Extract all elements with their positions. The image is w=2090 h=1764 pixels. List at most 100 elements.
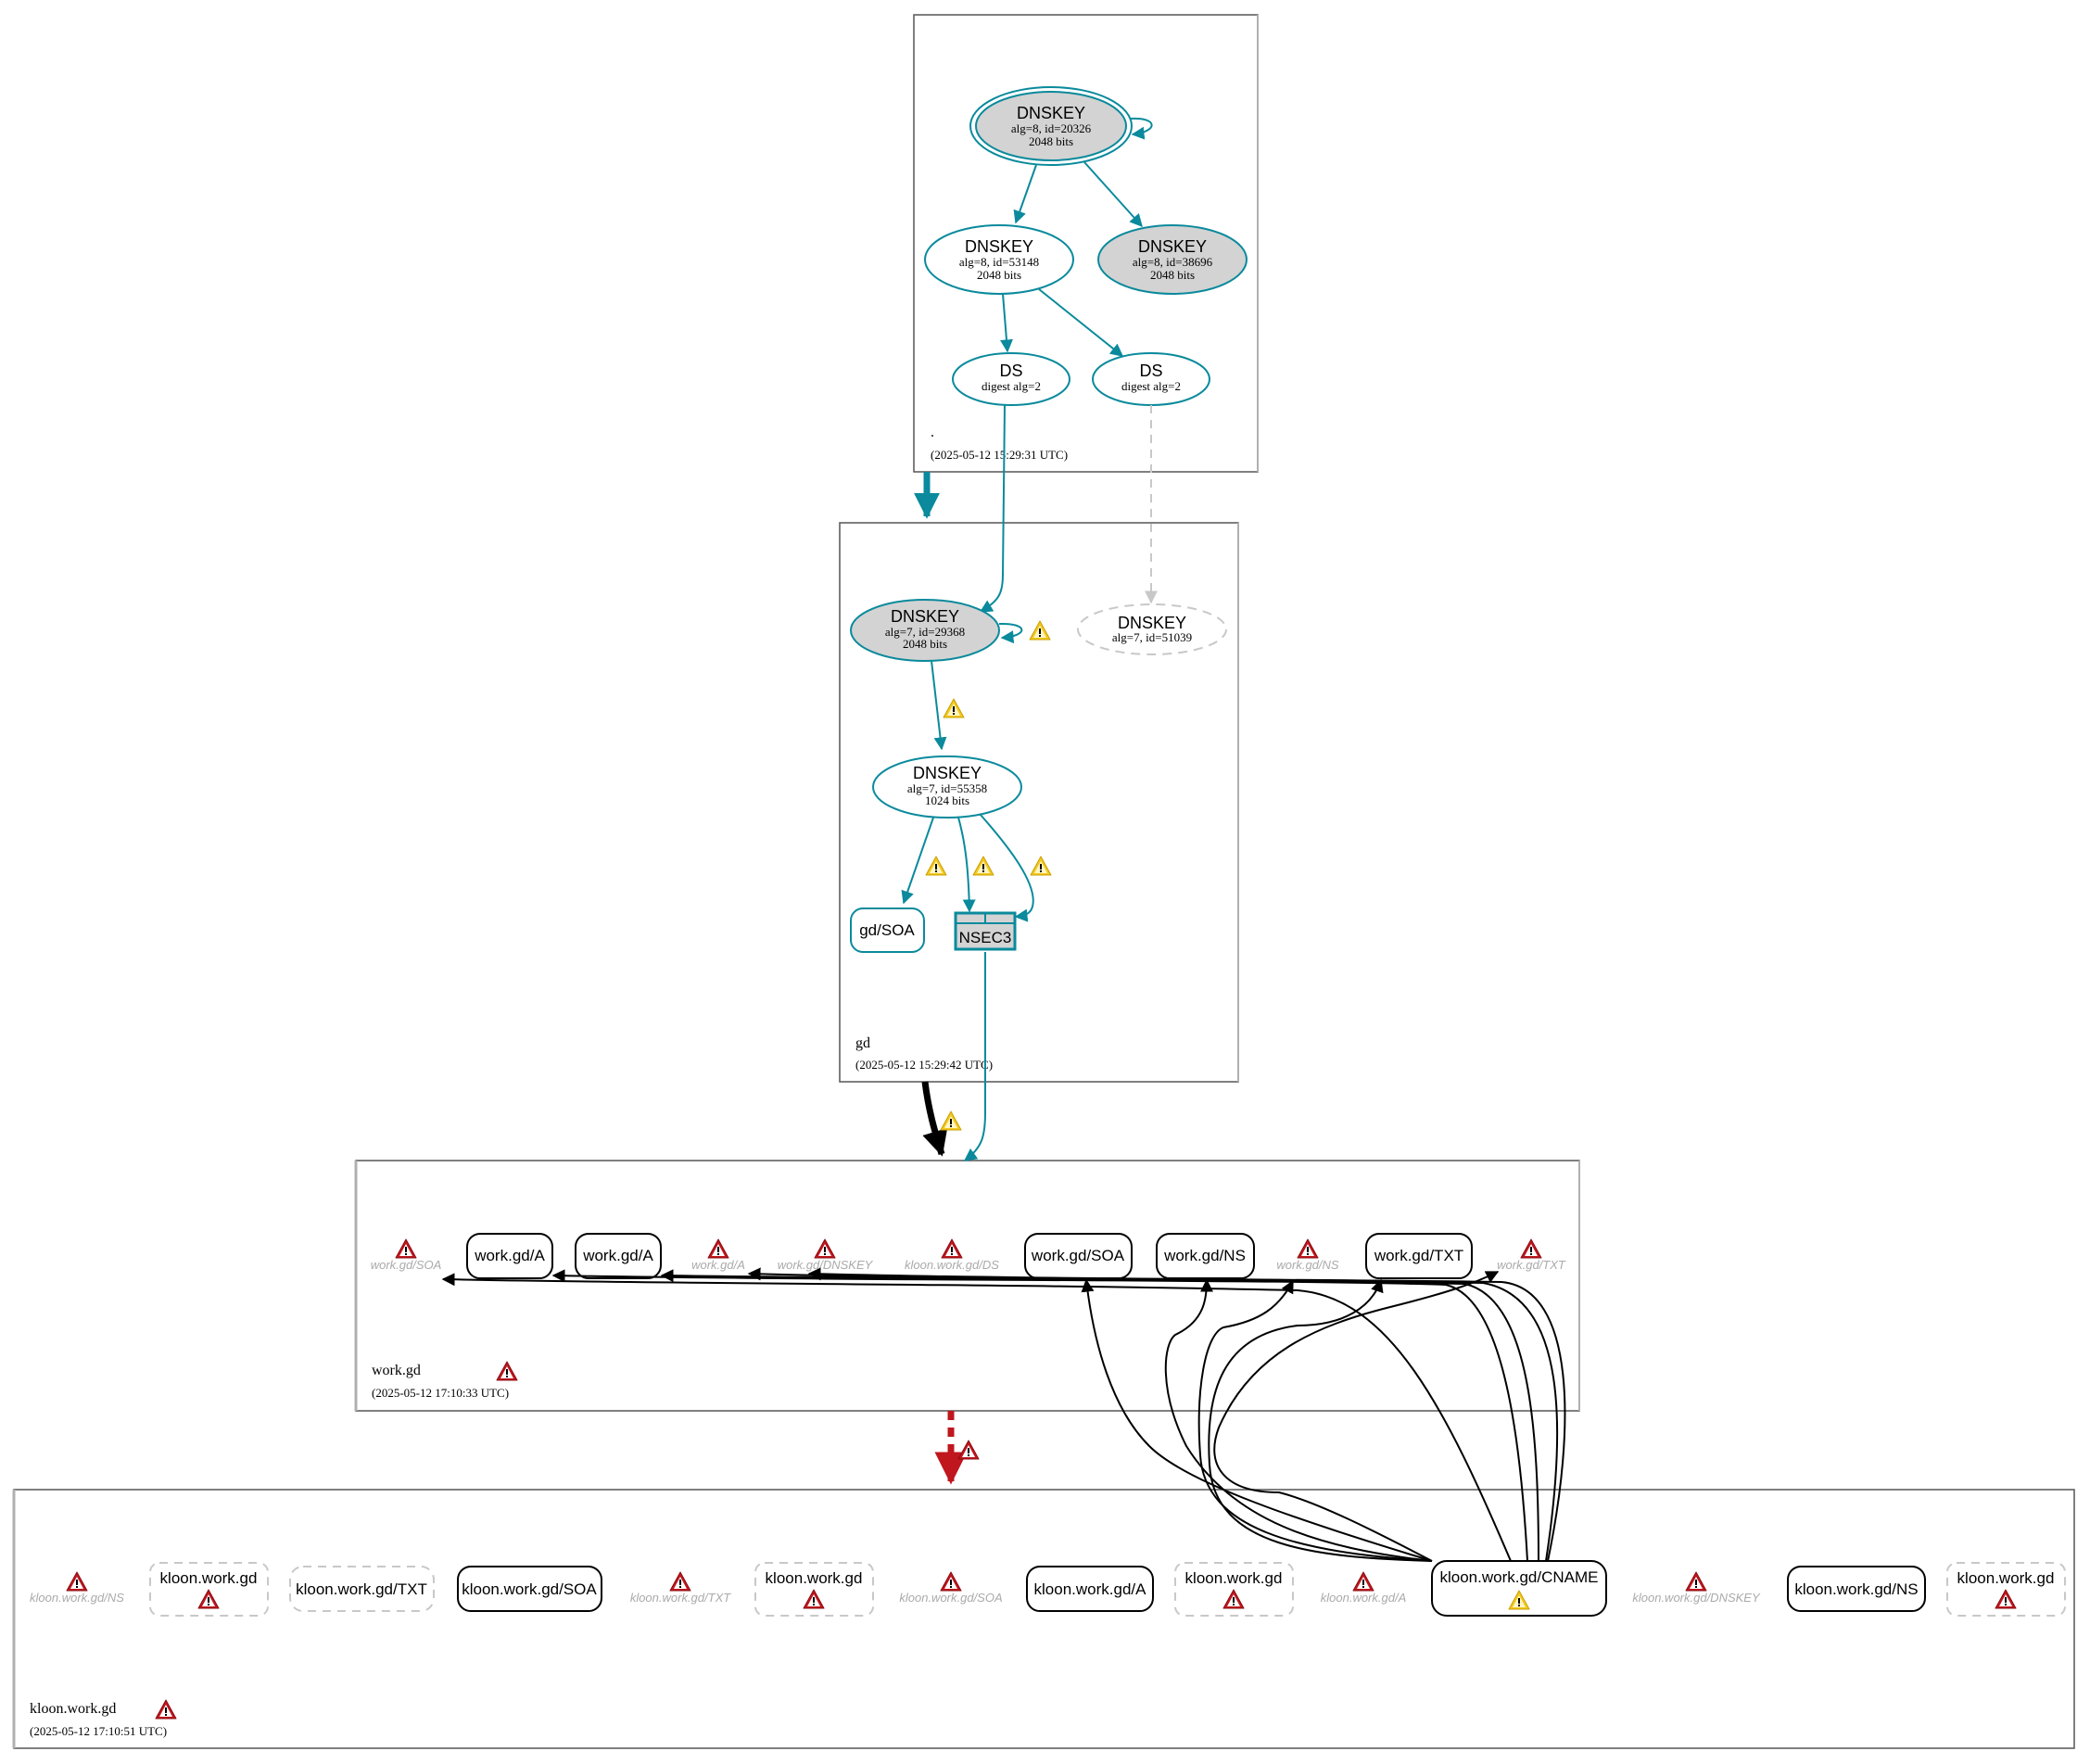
node-label: kloon.work.gd xyxy=(1185,1569,1283,1587)
kloon-nxdomain-node-1[interactable]: kloon.work.gd xyxy=(149,1562,269,1617)
zone-gd-name: gd xyxy=(855,1035,870,1051)
node-type: DS xyxy=(1139,362,1162,380)
workgd-ghost-a[interactable]: work.gd/A xyxy=(691,1238,745,1272)
node-type: DNSKEY xyxy=(1118,614,1186,632)
kloon-ghost-dnskey[interactable]: kloon.work.gd/DNSKEY xyxy=(1632,1571,1761,1605)
edge-cname-to-workgd-soa xyxy=(1081,1278,1433,1562)
gd-ksk-self-edge xyxy=(998,622,1023,644)
node-key-size: 2048 bits xyxy=(903,637,947,651)
kloon-nxdomain-node-3[interactable]: kloon.work.gd xyxy=(1174,1562,1294,1617)
zone-workgd-name: work.gd xyxy=(372,1363,421,1378)
kloon-ghost-soa[interactable]: kloon.work.gd/SOA xyxy=(899,1571,1003,1605)
node-label: work.gd/A xyxy=(474,1247,545,1264)
node-label: NSEC3 xyxy=(959,929,1012,946)
node-label: kloon.work.gd/SOA xyxy=(899,1591,1002,1605)
workgd-ghost-dnskey[interactable]: work.gd/DNSKEY xyxy=(778,1238,874,1272)
node-label: kloon.work.gd/NS xyxy=(30,1591,124,1605)
root-ksk-node[interactable]: DNSKEY alg=8, id=20326 2048 bits xyxy=(969,86,1133,166)
node-key-info: alg=7, id=55358 xyxy=(907,781,987,795)
workgd-soa-node[interactable]: work.gd/SOA xyxy=(1024,1233,1133,1279)
workgd-ghost-soa[interactable]: work.gd/SOA xyxy=(371,1238,442,1272)
node-digest: digest alg=2 xyxy=(1121,379,1181,393)
kloon-ghost-ns[interactable]: kloon.work.gd/NS xyxy=(30,1571,124,1605)
edge-cname-to-workgd-ns-ghost xyxy=(1197,1279,1433,1562)
node-label: work.gd/DNSKEY xyxy=(778,1258,874,1272)
edge-nsec3-to-workgd xyxy=(963,952,986,1161)
node-label: work.gd/NS xyxy=(1276,1258,1339,1272)
workgd-a-node-1[interactable]: work.gd/A xyxy=(466,1233,553,1279)
edge-zsk1-to-ds2 xyxy=(1038,288,1124,357)
edge-gd-zsk-to-soa xyxy=(901,817,934,905)
zone-kloon-name: kloon.work.gd xyxy=(30,1701,116,1717)
root-ds2-node[interactable]: DS digest alg=2 xyxy=(1092,352,1210,406)
edge-cname-to-workgd-dnskey-ghost xyxy=(807,1267,1566,1562)
gd-missing-key-node[interactable]: DNSKEY alg=7, id=51039 xyxy=(1077,603,1227,655)
edge-gd-zsk-to-nsec3-b xyxy=(979,813,1034,922)
node-label: kloon.work.gd/DNSKEY xyxy=(1632,1591,1761,1605)
node-label: kloon.work.gd/A xyxy=(1034,1580,1147,1598)
kloon-ghost-txt[interactable]: kloon.work.gd/TXT xyxy=(630,1571,731,1605)
root-zsk2-node[interactable]: DNSKEY alg=8, id=38696 2048 bits xyxy=(1097,224,1248,295)
workgd-a-node-2[interactable]: work.gd/A xyxy=(575,1233,662,1279)
node-type: DNSKEY xyxy=(1138,237,1207,256)
edge-ds1-to-gd-ksk xyxy=(979,404,1006,613)
node-label: kloon.work.gd xyxy=(1957,1569,2055,1587)
root-zsk1-node[interactable]: DNSKEY alg=8, id=53148 2048 bits xyxy=(924,224,1074,295)
kloon-soa-node[interactable]: kloon.work.gd/SOA xyxy=(457,1566,602,1612)
node-label: work.gd/NS xyxy=(1163,1247,1246,1264)
node-label: kloon.work.gd/DS xyxy=(905,1258,999,1272)
edge-ksk-to-zsk1 xyxy=(1013,164,1037,224)
node-label: work.gd/A xyxy=(691,1258,745,1272)
node-key-size: 2048 bits xyxy=(977,268,1021,282)
edge-zsk1-to-ds1 xyxy=(1000,293,1013,353)
node-label: kloon.work.gd/A xyxy=(1321,1591,1407,1605)
node-label: gd/SOA xyxy=(859,921,915,939)
workgd-ghost-txt[interactable]: work.gd/TXT xyxy=(1497,1238,1566,1272)
gd-soa-node[interactable]: gd/SOA xyxy=(850,907,925,953)
gd-zsk-node[interactable]: DNSKEY alg=7, id=55358 1024 bits xyxy=(872,755,1022,819)
gd-nsec3-node[interactable]: NSEC3 xyxy=(954,911,1017,951)
workgd-ghost-ns[interactable]: work.gd/NS xyxy=(1276,1238,1339,1272)
node-type: DNSKEY xyxy=(891,607,959,626)
error-icon[interactable] xyxy=(957,1440,980,1460)
kloon-a-node[interactable]: kloon.work.gd/A xyxy=(1026,1566,1154,1612)
node-key-info: alg=8, id=53148 xyxy=(959,255,1039,269)
node-label: kloon.work.gd/TXT xyxy=(630,1591,731,1605)
zone-workgd-timestamp: (2025-05-12 17:10:33 UTC) xyxy=(372,1386,509,1400)
edge-ksk-to-zsk2 xyxy=(1083,161,1143,228)
zone-root-timestamp: (2025-05-12 15:29:31 UTC) xyxy=(931,448,1068,462)
node-label: work.gd/TXT xyxy=(1497,1258,1566,1272)
gd-ksk-node[interactable]: DNSKEY alg=7, id=29368 2048 bits xyxy=(850,599,1000,662)
node-key-info: alg=8, id=38696 xyxy=(1133,255,1213,269)
node-label: work.gd/TXT xyxy=(1374,1247,1463,1264)
workgd-ghost-kloon-ds[interactable]: kloon.work.gd/DS xyxy=(905,1238,999,1272)
edge-cname-to-workgd-soa-ghost xyxy=(441,1273,1512,1562)
edge-cname-to-workgd-txt xyxy=(1208,1278,1433,1562)
workgd-ns-node[interactable]: work.gd/NS xyxy=(1156,1233,1255,1279)
kloon-nxdomain-node-2[interactable]: kloon.work.gd xyxy=(754,1562,874,1617)
zone-gd-timestamp: (2025-05-12 15:29:42 UTC) xyxy=(855,1058,993,1072)
node-label: work.gd/A xyxy=(582,1247,653,1264)
cname-edges xyxy=(441,1267,1566,1562)
edge-gd-zsk-to-nsec3-a xyxy=(957,817,976,913)
workgd-txt-node[interactable]: work.gd/TXT xyxy=(1365,1233,1473,1279)
delegation-gd-to-workgd xyxy=(921,1081,948,1157)
kloon-txt-dashed-node[interactable]: kloon.work.gd/TXT xyxy=(289,1566,435,1612)
root-ds1-node[interactable]: DS digest alg=2 xyxy=(952,352,1070,406)
node-digest: digest alg=2 xyxy=(982,379,1041,393)
node-key-size: 2048 bits xyxy=(1029,134,1073,148)
node-label: kloon.work.gd/CNAME xyxy=(1439,1568,1598,1586)
node-key-size: 1024 bits xyxy=(925,793,969,807)
zone-root-name: . xyxy=(931,425,934,440)
kloon-nxdomain-node-4[interactable]: kloon.work.gd xyxy=(1946,1562,2066,1617)
edge-cname-to-workgd-ns xyxy=(1164,1278,1433,1562)
kloon-ghost-a[interactable]: kloon.work.gd/A xyxy=(1321,1571,1407,1605)
warning-icon[interactable] xyxy=(940,1110,962,1131)
node-label: kloon.work.gd/NS xyxy=(1794,1580,1918,1598)
node-key-size: 2048 bits xyxy=(1150,268,1195,282)
node-type: DNSKEY xyxy=(965,237,1033,256)
kloon-cname-node[interactable]: kloon.work.gd/CNAME xyxy=(1431,1560,1607,1617)
node-label: kloon.work.gd xyxy=(766,1569,863,1587)
kloon-ns-node[interactable]: kloon.work.gd/NS xyxy=(1787,1566,1926,1612)
